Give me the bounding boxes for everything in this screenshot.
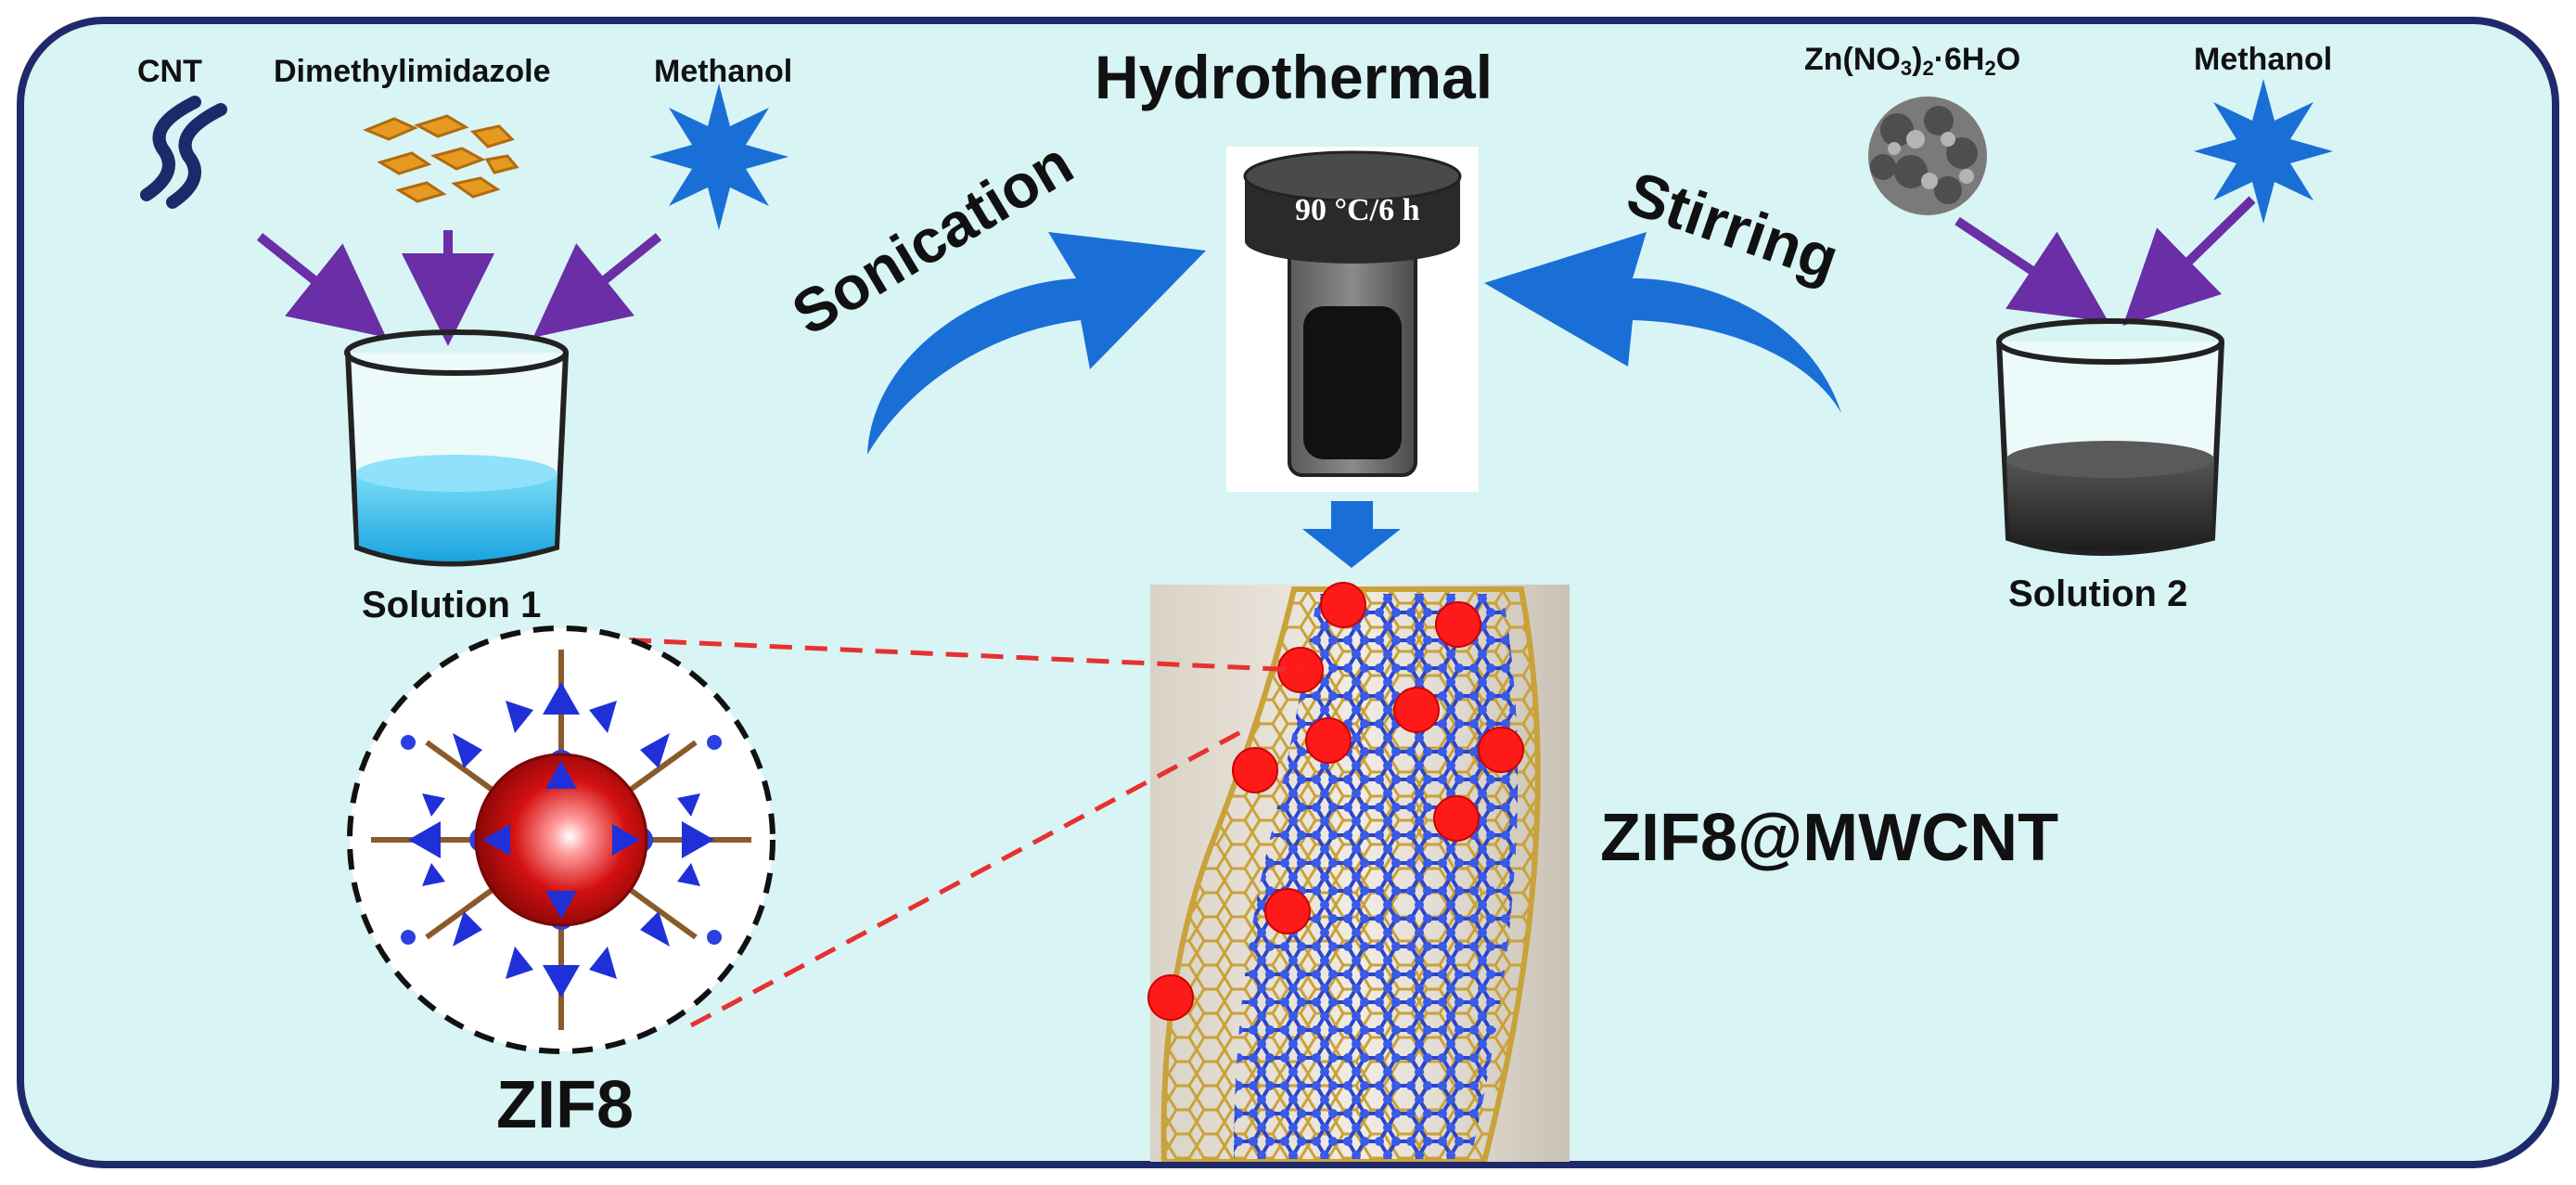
- curved-arrow-icon: [867, 232, 1206, 455]
- solution2-label: Solution 2: [2008, 573, 2188, 614]
- down-arrow-icon: [1302, 501, 1401, 568]
- hydrothermal-title: Hydrothermal: [1095, 43, 1493, 111]
- pointer-arrows-left: [256, 230, 662, 346]
- methanol-burst-icon: [2194, 79, 2333, 224]
- cnt-icon: [140, 96, 227, 209]
- zif8-label: ZIF8: [496, 1068, 634, 1142]
- methanol-label-right: Methanol: [2194, 42, 2333, 77]
- dimethylimidazole-icon: [363, 114, 519, 203]
- beaker-icon: [1996, 318, 2224, 556]
- beaker-icon: [344, 329, 569, 567]
- nanotube-icon: [1150, 585, 1570, 1162]
- zif8-particles: [1147, 582, 1524, 1021]
- autoclave-icon: [1226, 147, 1479, 492]
- pointer-arrows-right: [1954, 196, 2256, 326]
- composite-label: ZIF8@MWCNT: [1600, 801, 2059, 875]
- zinc-nitrate-label: Zn(NO3)2·6H2O: [1804, 42, 2021, 80]
- dimethylimidazole-label: Dimethylimidazole: [274, 54, 551, 89]
- autoclave-condition: 90 °C/6 h: [1295, 193, 1420, 227]
- methanol-burst-icon: [649, 84, 788, 230]
- solution1-label: Solution 1: [362, 585, 542, 625]
- curved-arrow-icon: [1484, 232, 1841, 413]
- cnt-label: CNT: [137, 54, 202, 89]
- methanol-label-left: Methanol: [654, 54, 793, 89]
- zinc-nitrate-particle-icon: [1868, 97, 1987, 215]
- zif8-crystal-icon: [347, 625, 775, 1054]
- dashed-connector-lines: [593, 636, 1300, 1028]
